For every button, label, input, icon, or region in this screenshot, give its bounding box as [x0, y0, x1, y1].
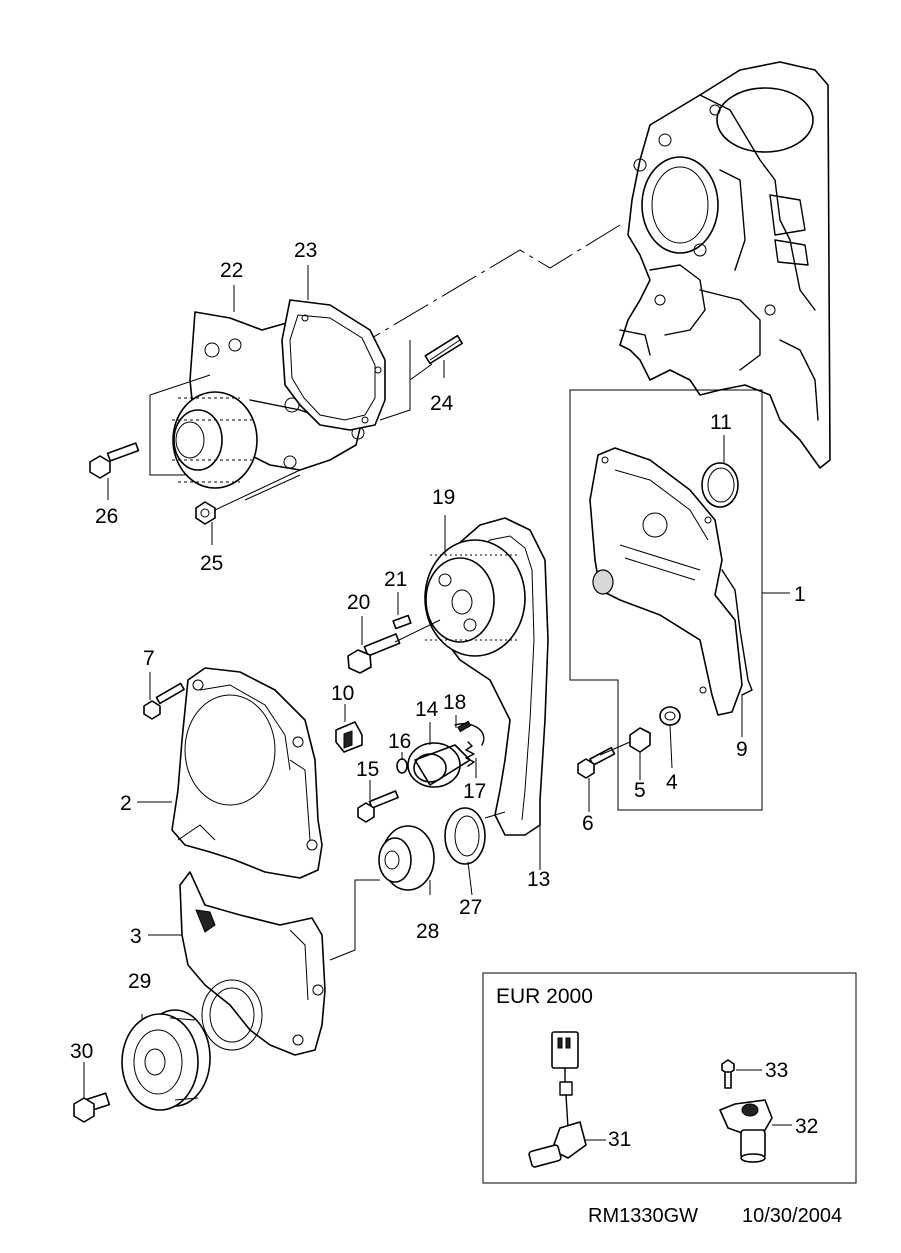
callout-6: 6: [582, 812, 594, 835]
callout-27: 27: [459, 896, 482, 919]
o-ring: [701, 462, 739, 508]
pulley-bolt: [73, 1092, 111, 1123]
rear-cover-bolt: [577, 746, 616, 779]
spacer: [659, 706, 681, 726]
callout-28: 28: [416, 920, 439, 943]
callout-29: 29: [128, 970, 151, 993]
callout-24: 24: [430, 392, 454, 415]
callout-26: 26: [95, 505, 118, 528]
callout-14: 14: [415, 698, 439, 721]
callout-30: 30: [70, 1040, 93, 1063]
sensor-bolt: [721, 1059, 735, 1089]
crankshaft-sprocket: [378, 825, 435, 891]
cover-gasket: [721, 569, 753, 696]
lower-timing-cover: [179, 871, 326, 1056]
callout-16: 16: [388, 730, 411, 753]
callout-33: 33: [765, 1059, 788, 1082]
callout-31: 31: [608, 1128, 631, 1151]
engine-block: [619, 61, 831, 469]
sprocket-bolt: [347, 633, 401, 674]
callout-1: 1: [794, 583, 806, 606]
callout-9: 9: [736, 738, 748, 761]
callout-15: 15: [356, 758, 379, 781]
callout-23: 23: [294, 239, 317, 262]
leader-lines: [83, 265, 790, 1098]
washer: [396, 758, 408, 774]
callout-10: 10: [331, 682, 354, 705]
clip: [335, 721, 363, 753]
drawing-date: 10/30/2004: [742, 1205, 842, 1227]
drawing-code: RM1330GW: [588, 1205, 698, 1227]
stud-bolt: [424, 334, 464, 365]
nut: [195, 501, 216, 525]
callout-18: 18: [443, 691, 466, 714]
callout-13: 13: [527, 868, 550, 891]
callout-22: 22: [220, 259, 243, 282]
crankshaft-seal: [444, 807, 486, 865]
callout-labels: 1 2 3 4 5 6 7 9 10 11 13 14 15 16 17 18 …: [70, 239, 818, 1151]
tensioner: [407, 742, 471, 788]
callout-3: 3: [130, 925, 142, 948]
upper-timing-cover: [171, 667, 323, 879]
callout-2: 2: [120, 792, 132, 815]
callout-4: 4: [666, 771, 678, 794]
rear-cover-frame: [569, 389, 763, 811]
pump-sprocket: [172, 391, 258, 489]
eur-2000-inset: EUR 2000: [482, 972, 857, 1184]
tensioner-spring: [454, 723, 485, 767]
callout-20: 20: [347, 591, 370, 614]
callout-19: 19: [432, 486, 455, 509]
crankshaft-position-sensor: [528, 1031, 587, 1168]
callout-21: 21: [384, 568, 407, 591]
callout-5: 5: [634, 779, 646, 802]
crankshaft-pulley: [121, 1009, 211, 1111]
rear-timing-cover: [589, 447, 743, 716]
callout-7: 7: [143, 647, 155, 670]
camshaft-position-sensor: [719, 1099, 773, 1163]
pin: [392, 614, 412, 630]
bushing: [629, 727, 651, 753]
tensioner-bolt: [357, 790, 399, 823]
inset-title: EUR 2000: [496, 985, 593, 1008]
spring-pin: [457, 720, 472, 733]
callout-17: 17: [463, 780, 486, 803]
camshaft-sprocket: [424, 539, 526, 657]
callout-25: 25: [200, 552, 223, 575]
pump-gasket: [281, 299, 386, 431]
callout-32: 32: [795, 1115, 818, 1138]
alignment-line: [359, 224, 621, 346]
cover-bolt: [143, 682, 185, 720]
bolt: [89, 442, 140, 479]
callout-11: 11: [710, 411, 732, 434]
